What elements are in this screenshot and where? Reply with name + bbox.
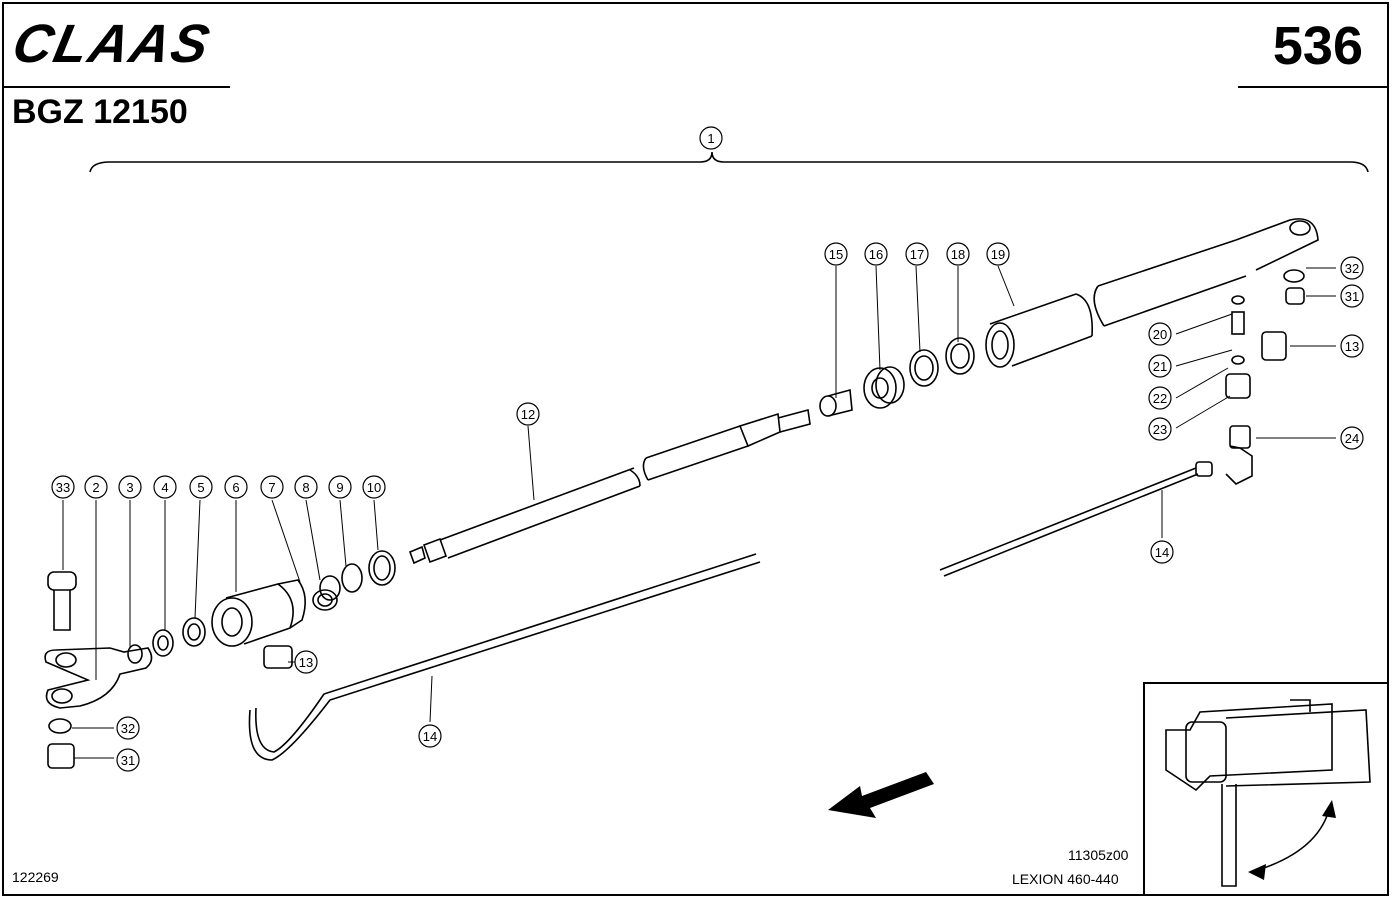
svg-text:21: 21 <box>1153 359 1167 374</box>
callout-4: 4 <box>153 475 177 499</box>
curved-double-arrow-icon <box>1248 800 1336 880</box>
svg-text:19: 19 <box>991 247 1005 262</box>
image-code: 11305z00 <box>1068 847 1129 863</box>
callout-32-right: 32 <box>1340 256 1364 280</box>
header-divider-right <box>1238 86 1388 88</box>
model-label: LEXION 460-440 <box>1012 871 1119 887</box>
svg-text:24: 24 <box>1345 431 1359 446</box>
svg-text:23: 23 <box>1153 422 1167 437</box>
svg-text:20: 20 <box>1153 327 1167 342</box>
svg-text:2: 2 <box>92 480 99 495</box>
assembly-brace <box>89 151 1369 173</box>
svg-text:8: 8 <box>302 480 309 495</box>
callout-24: 24 <box>1340 426 1364 450</box>
svg-text:32: 32 <box>121 721 135 736</box>
location-inset <box>1143 682 1389 896</box>
cylinder-head <box>211 579 306 647</box>
callout-6: 6 <box>224 475 248 499</box>
document-code: BGZ 12150 <box>12 93 188 131</box>
callout-31-left: 31 <box>116 748 140 772</box>
seal-set <box>127 550 396 664</box>
header-divider <box>4 86 230 88</box>
callout-18: 18 <box>946 242 970 266</box>
page-number: 536 <box>1272 16 1363 76</box>
leader-lines <box>62 265 1336 759</box>
piston-rod <box>408 408 811 565</box>
svg-text:15: 15 <box>829 247 843 262</box>
callout-33: 33 <box>51 475 75 499</box>
callout-5: 5 <box>189 475 213 499</box>
drawing-number: 122269 <box>12 869 59 885</box>
svg-text:13: 13 <box>1345 339 1359 354</box>
callout-14-right: 14 <box>1150 540 1174 564</box>
callout-8: 8 <box>294 475 318 499</box>
callout-7: 7 <box>260 475 284 499</box>
svg-text:10: 10 <box>367 480 381 495</box>
callout-14-left: 14 <box>418 724 442 748</box>
svg-text:5: 5 <box>197 480 204 495</box>
callout-2: 2 <box>84 475 108 499</box>
svg-text:22: 22 <box>1153 391 1167 406</box>
callout-10: 10 <box>362 475 386 499</box>
svg-text:33: 33 <box>56 480 70 495</box>
callout-23: 23 <box>1148 417 1172 441</box>
callout-19: 19 <box>986 242 1010 266</box>
callout-20: 20 <box>1148 322 1172 346</box>
svg-text:3: 3 <box>126 480 133 495</box>
svg-text:14: 14 <box>423 729 437 744</box>
svg-text:17: 17 <box>910 247 924 262</box>
hydraulic-pipe <box>248 461 1213 761</box>
inset-machine-sketch <box>1165 699 1371 887</box>
piston-parts <box>819 337 975 417</box>
callout-9: 9 <box>328 475 352 499</box>
right-fittings <box>47 269 1305 769</box>
cylinder-tube <box>985 218 1319 368</box>
svg-text:12: 12 <box>521 407 535 422</box>
callout-21: 21 <box>1148 354 1172 378</box>
svg-text:32: 32 <box>1345 261 1359 276</box>
callout-16: 16 <box>864 242 888 266</box>
callout-13-left: 13 <box>294 650 318 674</box>
callout-3: 3 <box>118 475 142 499</box>
callout-22: 22 <box>1148 386 1172 410</box>
callout-15: 15 <box>824 242 848 266</box>
svg-text:6: 6 <box>232 480 239 495</box>
svg-text:16: 16 <box>869 247 883 262</box>
svg-text:9: 9 <box>336 480 343 495</box>
callout-1: 1 <box>699 126 723 150</box>
svg-text:13: 13 <box>299 655 313 670</box>
callout-12: 12 <box>516 402 540 426</box>
arrow-icon <box>828 772 934 818</box>
clevis-eye <box>44 571 153 709</box>
callout-13-right: 13 <box>1340 334 1364 358</box>
callout-17: 17 <box>905 242 929 266</box>
svg-text:7: 7 <box>268 480 275 495</box>
svg-text:31: 31 <box>121 753 135 768</box>
svg-text:31: 31 <box>1345 289 1359 304</box>
svg-text:4: 4 <box>161 480 168 495</box>
svg-text:18: 18 <box>951 247 965 262</box>
callout-31-right: 31 <box>1340 284 1364 308</box>
svg-text:1: 1 <box>707 131 714 146</box>
callout-32-left: 32 <box>116 716 140 740</box>
svg-text:14: 14 <box>1155 545 1169 560</box>
